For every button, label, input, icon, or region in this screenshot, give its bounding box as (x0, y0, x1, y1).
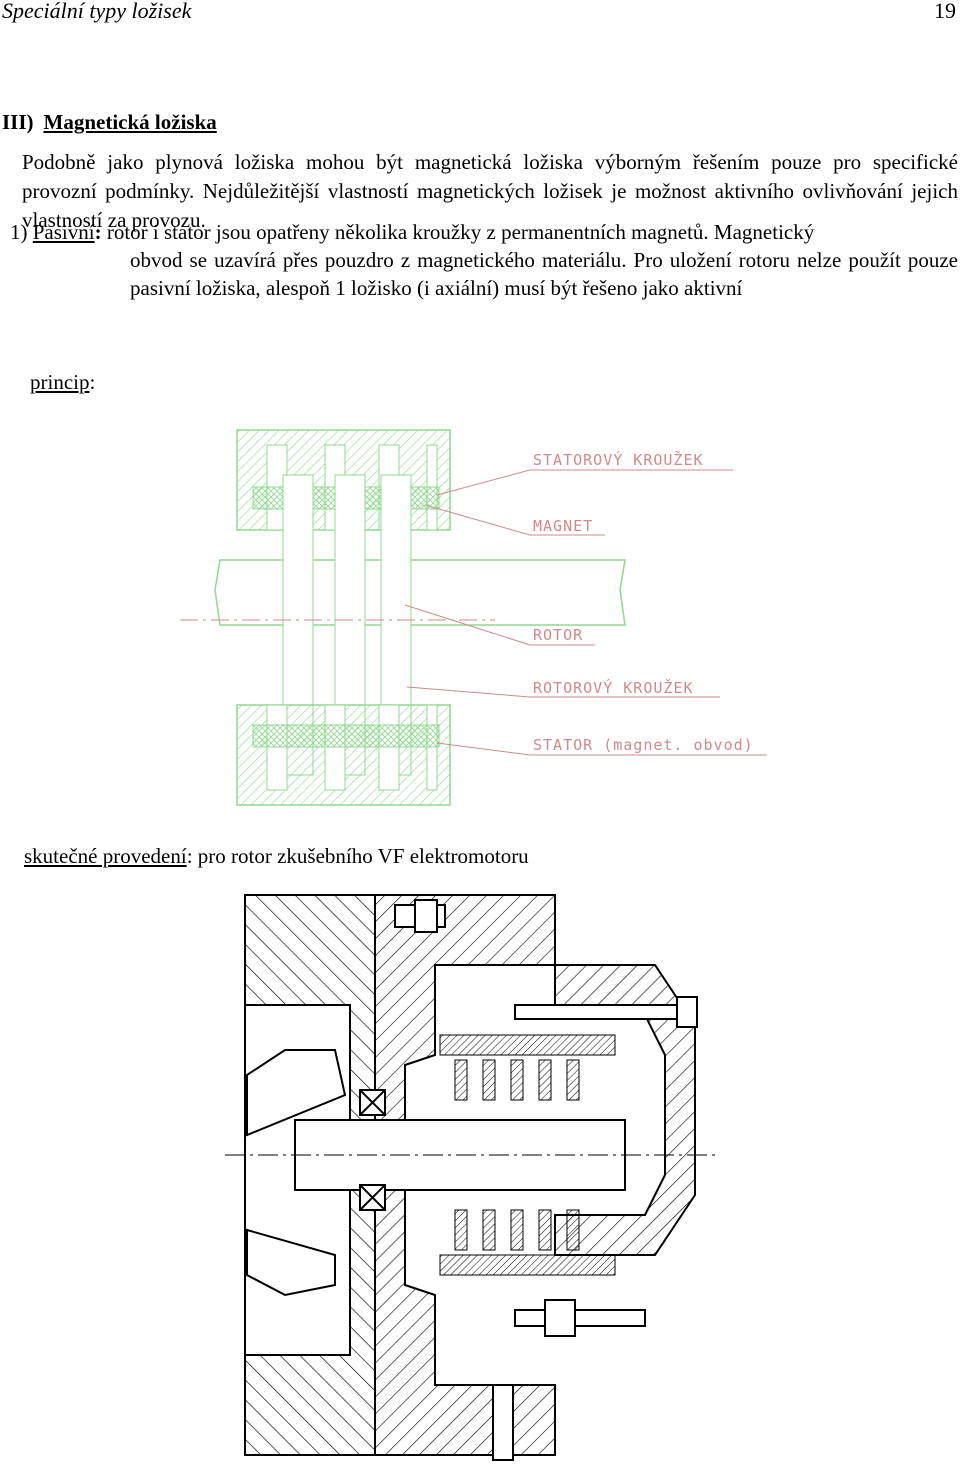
section-heading: III) Magnetická ložiska (2, 110, 217, 135)
bolts (394, 899, 698, 1461)
real-design-text: : pro rotor zkušebního VF elektromotoru (186, 844, 529, 868)
label-magnet: MAGNET (533, 517, 593, 535)
passive-text-line1: rotor i stator jsou opatřeny několika kr… (106, 220, 815, 244)
label-rotor: ROTOR (533, 626, 583, 644)
principle-colon: : (89, 370, 96, 394)
real-design-label: skutečné provedení (24, 844, 187, 868)
passive-label: Pasivní (32, 220, 95, 244)
label-rotor-ring: ROTOROVÝ KROUŽEK (533, 678, 694, 697)
passive-number: 1) (10, 220, 28, 244)
section-title: Magnetická ložiska (43, 110, 217, 134)
section-number: III) (2, 110, 34, 134)
passive-colon: : (94, 220, 102, 244)
passive-text-continued: obvod se uzavírá přes pouzdro z magnetic… (130, 248, 958, 300)
magnet-rings-top (439, 1034, 616, 1101)
intro-paragraph: Podobně jako plynová ložiska mohou být m… (22, 150, 958, 232)
principle-label: princip: (30, 370, 95, 395)
running-header-title: Speciální typy ložisek (2, 0, 192, 23)
bottom-magnet-band (252, 724, 440, 748)
label-stator-ring: STATOROVÝ KROUŽEK (533, 450, 704, 469)
real-design-drawing (225, 894, 715, 1461)
magnet-rings-bottom (439, 1209, 616, 1276)
ball-bearings (359, 1089, 386, 1211)
label-stator: STATOR (magnet. obvod) (533, 736, 754, 754)
principle-word: princip (30, 370, 90, 394)
real-design-caption: skutečné provedení: pro rotor zkušebního… (24, 844, 529, 869)
bottom-stator-housing (236, 704, 451, 806)
page-number: 19 (934, 0, 956, 23)
principle-diagram: STATOROVÝ KROUŽEK MAGNET ROTOR ROTOROVÝ … (180, 429, 767, 806)
passive-item-first-line: 1) Pasivní: rotor i stator jsou opatřeny… (10, 218, 958, 246)
